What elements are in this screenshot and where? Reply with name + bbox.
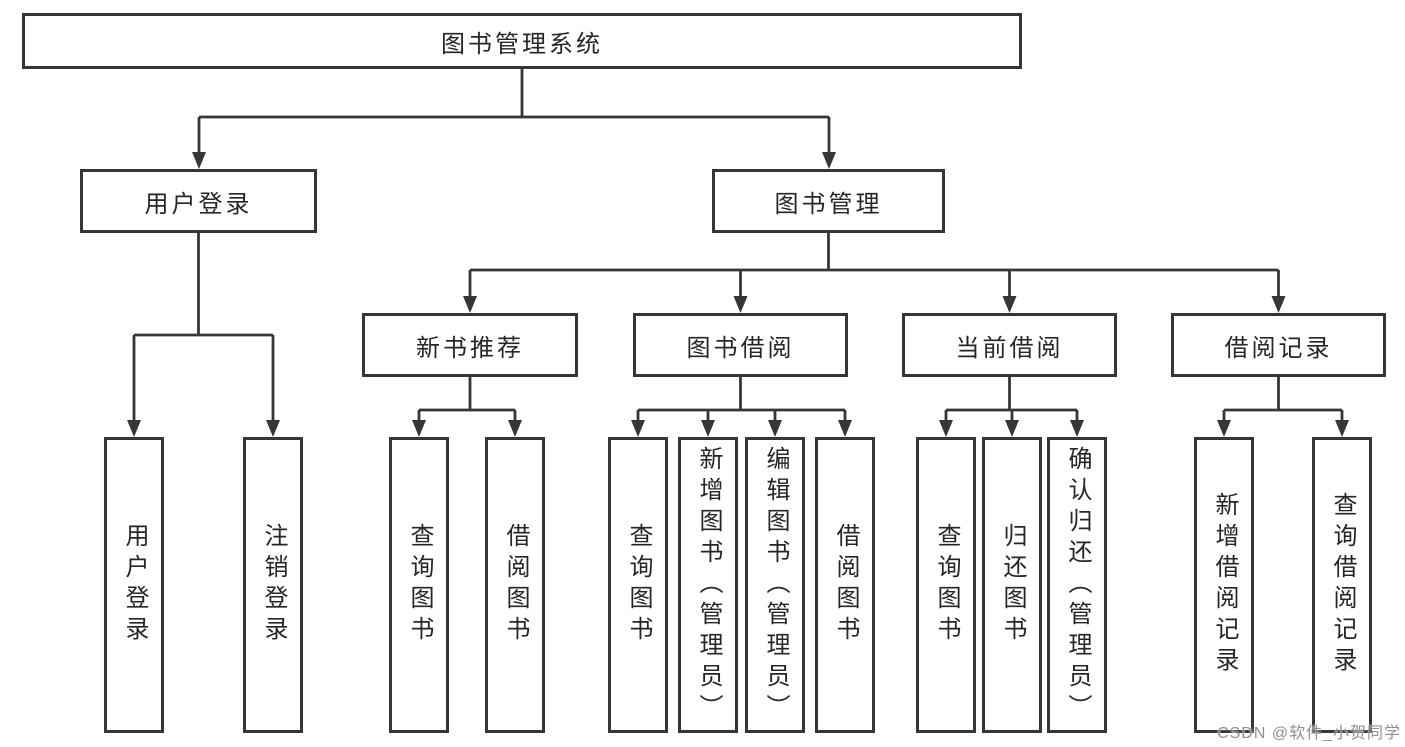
- leaf-borrowing-borrow-books: 借阅图书: [815, 437, 875, 733]
- leaf-records-add-borrow-record: 新增借阅记录: [1194, 437, 1254, 733]
- node-label: 用户登录: [144, 190, 253, 218]
- leaf-borrowing-query-books: 查询图书: [608, 437, 668, 733]
- node-label: 当前借阅: [955, 334, 1064, 362]
- leaf-label: 借阅图书: [832, 523, 859, 647]
- leaf-label: 查询图书: [406, 523, 433, 647]
- leaf-label: 用户登录: [121, 523, 148, 647]
- leaf-newbook-query-books: 查询图书: [389, 437, 449, 733]
- leaf-label: 新增图书（管理员）: [695, 445, 722, 725]
- leaf-label: 注销登录: [260, 523, 287, 647]
- node-label: 新书推荐: [416, 334, 524, 362]
- leaf-current-confirm-return-admin: 确认归还（管理员）: [1047, 437, 1107, 733]
- leaf-label: 归还图书: [999, 523, 1026, 647]
- leaf-label: 确认归还（管理员）: [1064, 445, 1091, 725]
- leaf-borrowing-add-books-admin: 新增图书（管理员）: [678, 437, 738, 733]
- leaf-label: 编辑图书（管理员）: [762, 445, 789, 725]
- leaf-label: 查询图书: [933, 523, 960, 647]
- leaf-label: 新增借阅记录: [1211, 492, 1238, 678]
- node-new-book-recommendation: 新书推荐: [362, 313, 578, 377]
- node-label: 图书管理系统: [441, 30, 603, 58]
- node-borrowing-records: 借阅记录: [1171, 313, 1386, 377]
- node-label: 借阅记录: [1224, 334, 1333, 362]
- node-current-borrowing: 当前借阅: [902, 313, 1117, 377]
- leaf-borrowing-edit-books-admin: 编辑图书（管理员）: [745, 437, 805, 733]
- leaf-label: 借阅图书: [502, 523, 529, 647]
- leaf-label: 查询图书: [625, 523, 652, 647]
- node-library-management-system: 图书管理系统: [22, 13, 1022, 69]
- leaf-current-return-books: 归还图书: [982, 437, 1042, 733]
- csdn-watermark: CSDN @软件_小贺同学: [1217, 725, 1401, 742]
- leaf-logout-login: 注销登录: [243, 437, 303, 733]
- node-label: 图书借阅: [686, 334, 795, 362]
- leaf-records-query-borrow-record: 查询借阅记录: [1312, 437, 1372, 733]
- leaf-label: 查询借阅记录: [1329, 492, 1356, 678]
- node-user-login: 用户登录: [80, 169, 317, 233]
- node-book-management: 图书管理: [712, 169, 945, 233]
- leaf-user-login: 用户登录: [104, 437, 164, 733]
- leaf-current-query-books: 查询图书: [916, 437, 976, 733]
- leaf-newbook-borrow-books: 借阅图书: [485, 437, 545, 733]
- node-label: 图书管理: [774, 190, 883, 218]
- node-book-borrowing: 图书借阅: [633, 313, 848, 377]
